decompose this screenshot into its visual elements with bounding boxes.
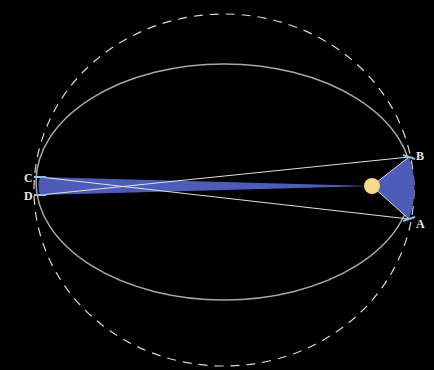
position-marks bbox=[34, 155, 415, 221]
sun bbox=[364, 178, 380, 194]
point-label: D bbox=[24, 190, 33, 202]
guide-line bbox=[40, 177, 409, 219]
orbit-ellipse bbox=[36, 64, 412, 300]
guide-line bbox=[40, 157, 409, 195]
point-label: A bbox=[416, 218, 425, 230]
point-label: B bbox=[416, 150, 424, 162]
swept-area-far bbox=[39, 177, 373, 195]
point-label: C bbox=[24, 172, 33, 184]
dashed-circle bbox=[34, 14, 414, 366]
